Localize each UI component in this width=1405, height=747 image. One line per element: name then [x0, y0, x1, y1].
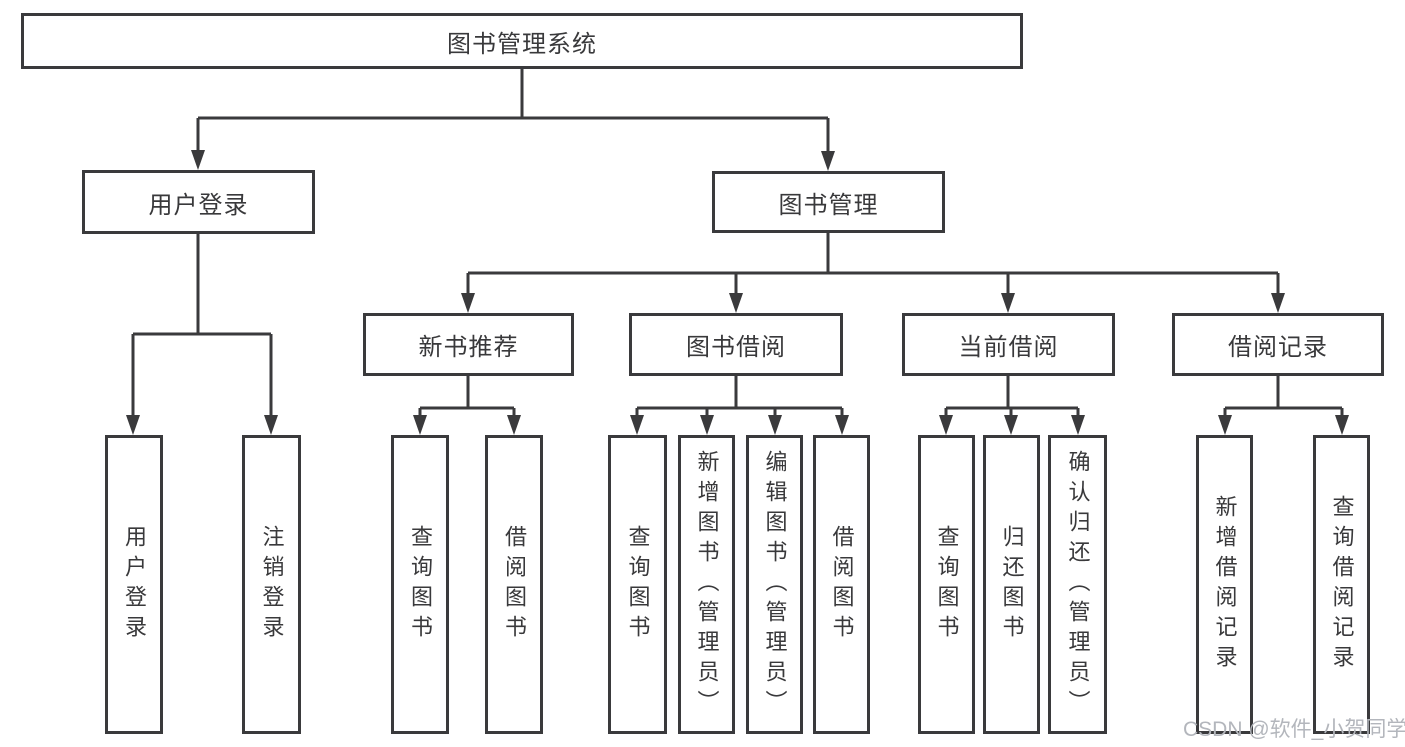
node-new-book-recommend: 新书推荐	[363, 313, 574, 376]
node-borrowing-records-label: 借阅记录	[1228, 334, 1328, 361]
connector-fill-group	[126, 69, 1349, 435]
leaf-add-borrow-record: 新增借阅记录	[1196, 435, 1253, 734]
leaf-borrow-books-recommend: 借阅图书	[485, 435, 543, 734]
csdn-watermark: CSDN @软件_小贺同学	[1183, 718, 1405, 741]
leaf-return-books: 归还图书	[983, 435, 1040, 734]
connector-borrow-record-children	[1218, 376, 1349, 435]
node-new-book-recommend-label: 新书推荐	[418, 334, 519, 361]
connector-new-book-children	[413, 376, 521, 435]
leaf-query-borrow-record: 查询借阅记录	[1313, 435, 1370, 734]
leaf-add-books-admin: 新增图书（管理员）	[678, 435, 735, 734]
leaf-user-login: 用户登录	[105, 435, 163, 734]
leaf-user-login-label: 用户登录	[122, 524, 147, 645]
node-current-borrowing: 当前借阅	[902, 313, 1115, 376]
connector-stroke-group	[126, 69, 1349, 435]
connector-user-login-children	[126, 234, 278, 435]
leaf-confirm-return-admin-label: 确认归还（管理员）	[1065, 449, 1091, 720]
node-root-system: 图书管理系统	[21, 13, 1023, 69]
leaf-query-books-current-label: 查询图书	[934, 524, 960, 645]
leaf-logout: 注销登录	[242, 435, 301, 734]
connector-book-management-children	[461, 233, 1285, 313]
leaf-borrow-books-recommend-label: 借阅图书	[502, 524, 527, 645]
leaf-query-books-borrowing: 查询图书	[608, 435, 667, 734]
connector-root-to-branches	[191, 69, 835, 171]
connector-current-borrow-children	[939, 376, 1085, 435]
leaf-edit-books-admin: 编辑图书（管理员）	[746, 435, 803, 734]
node-user-login: 用户登录	[82, 170, 315, 234]
leaf-edit-books-admin-label: 编辑图书（管理员）	[762, 449, 788, 720]
leaf-query-borrow-record-label: 查询借阅记录	[1329, 494, 1355, 675]
leaf-borrow-books-label: 借阅图书	[829, 524, 855, 645]
node-book-borrowing: 图书借阅	[629, 313, 843, 376]
leaf-add-books-admin-label: 新增图书（管理员）	[694, 449, 720, 720]
leaf-query-books-current: 查询图书	[918, 435, 975, 734]
node-book-management: 图书管理	[712, 171, 945, 233]
node-root-label: 图书管理系统	[447, 30, 597, 58]
leaf-query-books-recommend: 查询图书	[391, 435, 449, 734]
node-user-login-label: 用户登录	[148, 191, 249, 219]
node-book-borrowing-label: 图书借阅	[686, 334, 786, 361]
node-borrowing-records: 借阅记录	[1172, 313, 1384, 376]
leaf-add-borrow-record-label: 新增借阅记录	[1212, 494, 1238, 675]
node-current-borrowing-label: 当前借阅	[958, 334, 1059, 361]
connector-book-borrow-children	[630, 376, 849, 435]
leaf-query-books-recommend-label: 查询图书	[408, 524, 433, 645]
leaf-borrow-books: 借阅图书	[813, 435, 870, 734]
leaf-query-books-borrowing-label: 查询图书	[625, 524, 651, 645]
leaf-confirm-return-admin: 确认归还（管理员）	[1048, 435, 1107, 734]
leaf-return-books-label: 归还图书	[999, 524, 1025, 645]
node-book-management-label: 图书管理	[778, 191, 879, 219]
leaf-logout-label: 注销登录	[259, 524, 285, 645]
